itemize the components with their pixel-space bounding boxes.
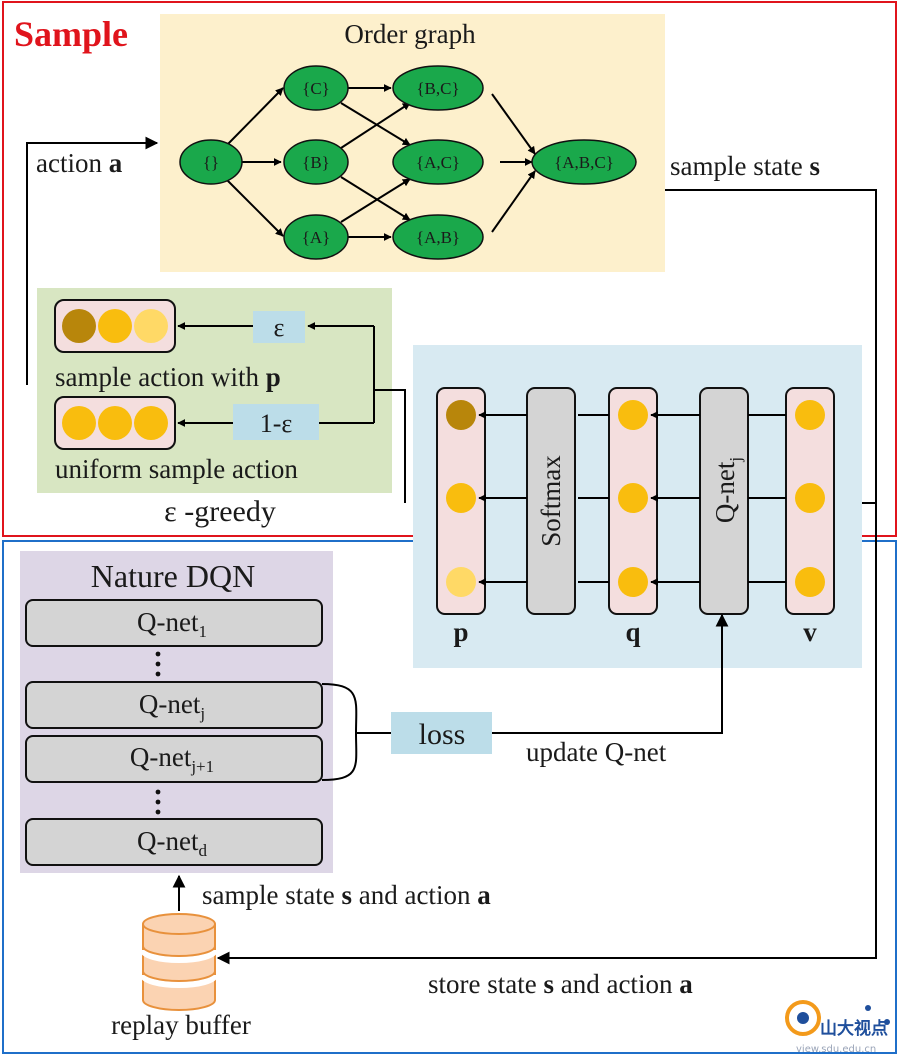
qnet-1-block bbox=[25, 599, 323, 647]
q-dot-2 bbox=[618, 483, 648, 513]
q-dot-3 bbox=[618, 567, 648, 597]
edge-bc-abc bbox=[491, 93, 536, 155]
dot-gold bbox=[98, 309, 132, 343]
node-ab bbox=[392, 214, 484, 260]
edge-ab-abc bbox=[491, 170, 536, 233]
watermark-text: 山大视点 bbox=[820, 1018, 888, 1039]
softmax-label: Softmax bbox=[536, 455, 566, 547]
qnet-j-dqn-block bbox=[25, 681, 323, 729]
uniform-label: uniform sample action bbox=[55, 454, 298, 484]
watermark-logo bbox=[785, 1000, 890, 1036]
update-qnet-label: update Q-net bbox=[526, 737, 667, 767]
qnet-j-label: Q-netj bbox=[710, 457, 745, 523]
dqn-dots-top bbox=[155, 651, 161, 677]
node-c bbox=[283, 65, 349, 111]
node-c-label: {C} bbox=[302, 79, 330, 98]
watermark-url: view.sdu.edu.cn bbox=[796, 1044, 876, 1055]
egreedy-caption: ε -greedy bbox=[164, 495, 276, 528]
qnet-j1-label: Q-netj+1 bbox=[130, 742, 214, 776]
node-b bbox=[283, 139, 349, 185]
epsilon-box bbox=[253, 311, 305, 343]
q-dot-1 bbox=[618, 400, 648, 430]
replay-buffer-icon bbox=[140, 913, 218, 1011]
node-abc bbox=[531, 139, 637, 185]
dot-light bbox=[134, 309, 168, 343]
dot-dark bbox=[62, 309, 96, 343]
order-graph-edges bbox=[226, 84, 536, 241]
sample-title: Sample bbox=[14, 14, 128, 54]
egreedy-arrows bbox=[177, 322, 406, 503]
edge-b-ab bbox=[340, 176, 411, 221]
qnet-d-label: Q-netd bbox=[137, 826, 207, 860]
qnet-j1-block bbox=[25, 735, 323, 783]
node-a-label: {A} bbox=[302, 228, 331, 247]
dot-uniform-2 bbox=[98, 406, 132, 440]
p-dot-2 bbox=[446, 483, 476, 513]
node-abc-label: {A,B,C} bbox=[554, 153, 614, 172]
edge-b-bc bbox=[340, 102, 411, 149]
loss-box bbox=[391, 712, 492, 754]
store-arrow bbox=[216, 503, 877, 965]
sample-state-label: sample state s bbox=[670, 151, 820, 181]
dqn-dots-bottom bbox=[155, 789, 161, 815]
edge-empty-c bbox=[226, 87, 284, 146]
p-dot-3 bbox=[446, 567, 476, 597]
order-graph-title: Order graph bbox=[344, 19, 476, 49]
dqn-title: Nature DQN bbox=[91, 558, 255, 594]
node-b-label: {B} bbox=[302, 153, 330, 172]
v-label: v bbox=[803, 617, 817, 647]
replay-buffer-label: replay buffer bbox=[111, 1010, 251, 1040]
edge-empty-a bbox=[226, 179, 284, 237]
action-arrow bbox=[26, 136, 159, 385]
node-bc-label: {B,C} bbox=[416, 79, 459, 98]
one-minus-epsilon-box bbox=[233, 404, 319, 440]
softmax-block bbox=[526, 387, 576, 615]
epsilon-label: ε bbox=[274, 313, 285, 342]
p-label: p bbox=[453, 617, 468, 647]
node-empty bbox=[179, 139, 243, 185]
node-empty-label: {} bbox=[203, 153, 219, 172]
p-dot-1 bbox=[446, 400, 476, 430]
dot-uniform-1 bbox=[62, 406, 96, 440]
node-bc bbox=[392, 65, 484, 111]
edge-c-ac bbox=[340, 102, 411, 146]
loss-label: loss bbox=[419, 718, 466, 751]
edge-a-ac bbox=[340, 178, 411, 223]
order-graph-nodes: {} {C} {B} {A} {B,C} {A,C} {A,B} {A,B,C} bbox=[179, 65, 637, 260]
node-a bbox=[283, 214, 349, 260]
q-label: q bbox=[625, 617, 640, 647]
v-dot-3 bbox=[795, 567, 825, 597]
store-state-action-label: store state s and action a bbox=[428, 969, 693, 999]
dot-uniform-3 bbox=[134, 406, 168, 440]
action-a-label: action a bbox=[36, 148, 123, 178]
network-arrows bbox=[478, 411, 786, 586]
update-arrow bbox=[492, 613, 729, 734]
node-ac bbox=[392, 139, 484, 185]
sample-with-p-label: sample action with p bbox=[55, 362, 281, 392]
v-dot-2 bbox=[795, 483, 825, 513]
sample-state-action-label: sample state s and action a bbox=[202, 880, 491, 910]
node-ab-label: {A,B} bbox=[416, 228, 460, 247]
node-ac-label: {A,C} bbox=[416, 153, 460, 172]
qnet-d-block bbox=[25, 818, 323, 866]
qnet-1-label: Q-net1 bbox=[137, 607, 207, 641]
v-dot-1 bbox=[795, 400, 825, 430]
one-minus-epsilon-label: 1-ε bbox=[260, 409, 293, 438]
qnet-j-dqn-label: Q-netj bbox=[139, 689, 205, 723]
